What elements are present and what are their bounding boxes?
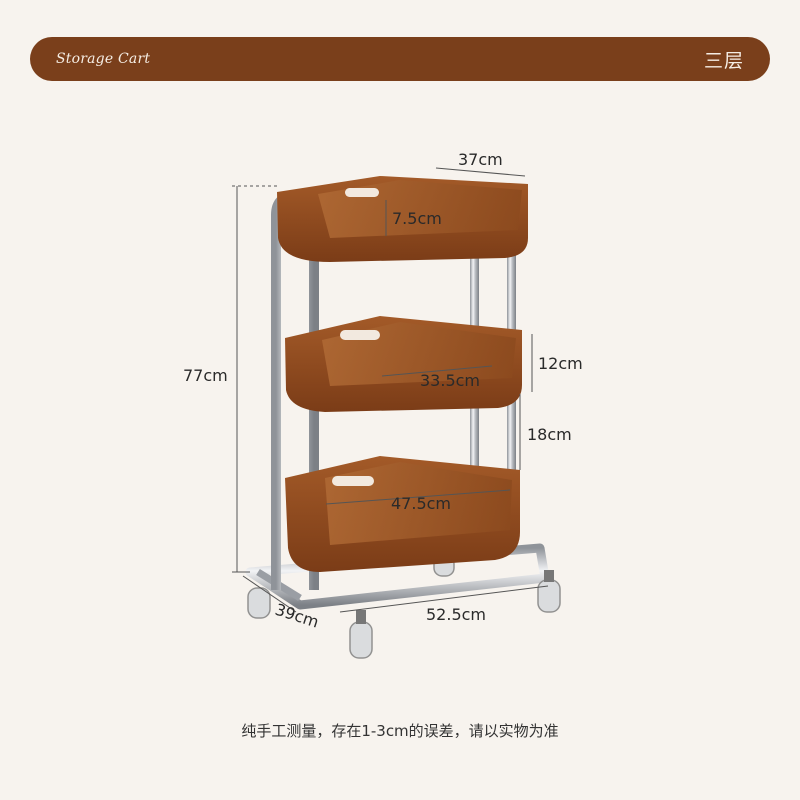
- label-middle-width: 33.5cm: [420, 371, 480, 390]
- dimension-lines: [232, 167, 549, 613]
- bottom-tray: [285, 456, 520, 572]
- label-top-tray-depth: 7.5cm: [392, 209, 442, 228]
- label-middle-tray-height: 12cm: [538, 354, 583, 373]
- label-base-length: 52.5cm: [426, 605, 486, 624]
- label-total-height: 77cm: [183, 366, 228, 385]
- middle-tray: [285, 316, 522, 412]
- tier-label: 三层: [703, 49, 744, 72]
- label-tier-spacing: 18cm: [527, 425, 572, 444]
- label-bottom-width: 47.5cm: [391, 494, 451, 513]
- wheel-front-right: [537, 570, 561, 613]
- top-tray: [277, 176, 528, 262]
- header-banner: Storage Cart 三层: [30, 37, 770, 81]
- banner-title: Storage Cart: [56, 51, 151, 67]
- wheel-front-left: [349, 610, 373, 659]
- wheel-rear-left: [247, 587, 271, 619]
- measurement-disclaimer: 纯手工测量，存在1-3cm的误差，请以实物为准: [241, 722, 559, 740]
- label-top-width: 37cm: [458, 150, 503, 169]
